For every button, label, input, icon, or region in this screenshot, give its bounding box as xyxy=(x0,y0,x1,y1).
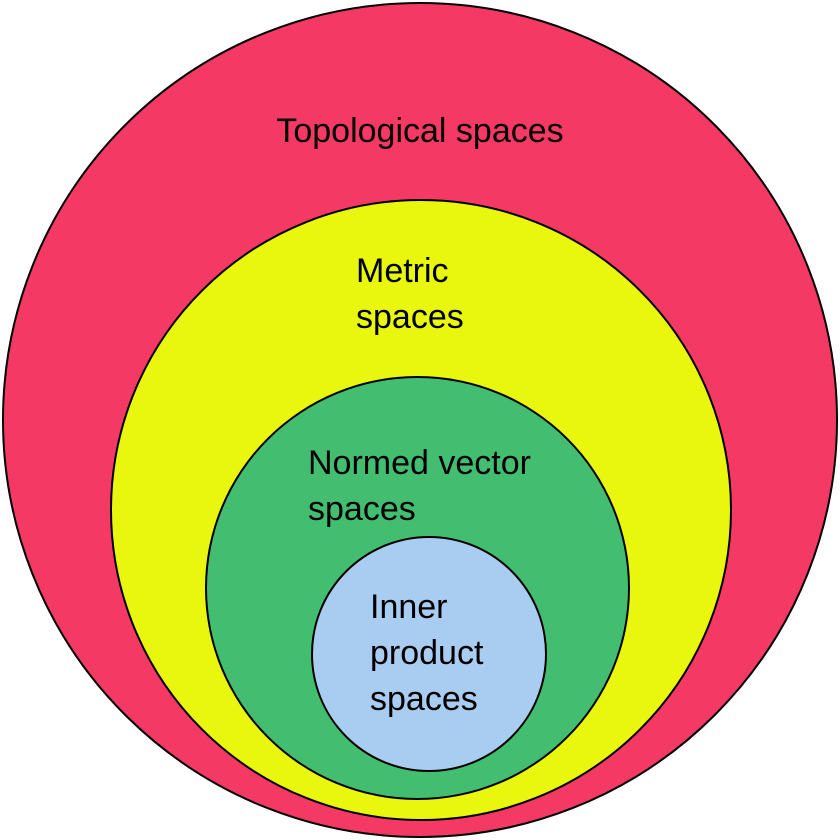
circle-inner-product-spaces xyxy=(311,536,547,772)
label-line: Topological spaces xyxy=(276,112,564,150)
label-line: Normed vector xyxy=(308,444,531,482)
label-line: product xyxy=(370,634,484,672)
label-inner-product-spaces: Inner product spaces xyxy=(370,584,483,722)
label-line: Inner xyxy=(370,588,448,626)
label-metric-spaces: Metric spaces xyxy=(356,248,464,340)
label-line: spaces xyxy=(370,680,478,718)
label-line: spaces xyxy=(308,490,416,528)
label-line: Metric xyxy=(356,252,449,290)
label-normed-vector-spaces: Normed vector spaces xyxy=(308,440,531,532)
label-topological-spaces: Topological spaces xyxy=(0,108,840,154)
label-line: spaces xyxy=(356,298,464,336)
